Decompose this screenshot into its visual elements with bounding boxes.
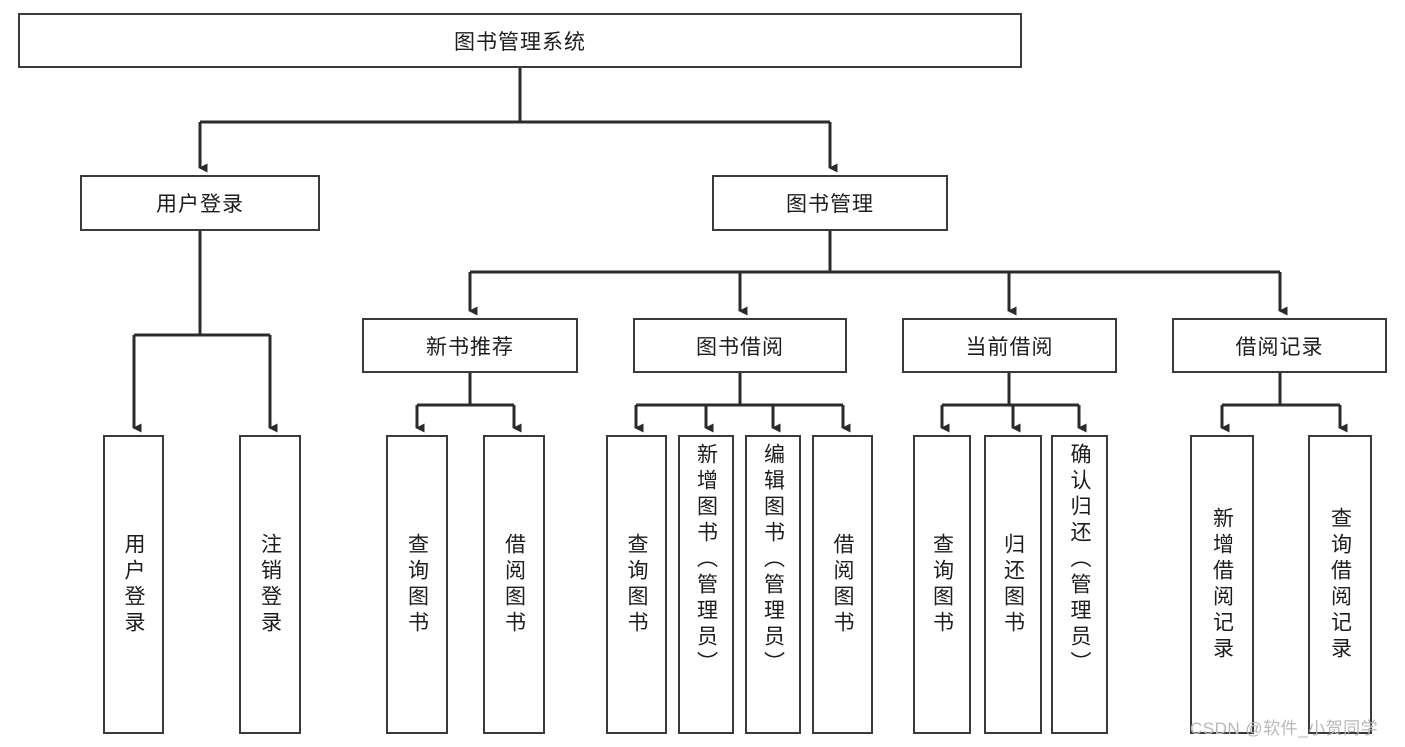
node-leaf-borrow-book-2[interactable]: 借阅图书 [812,435,873,734]
node-leaf-user-login[interactable]: 用户登录 [103,435,164,734]
node-leaf-query-borrow-record-label: 查询借阅记录 [1328,506,1352,663]
csdn-watermark: CSDN @软件_小贺同学 [1190,719,1379,738]
node-book-borrow[interactable]: 图书借阅 [633,318,847,373]
node-current-borrow-label: 当前借阅 [965,335,1054,359]
node-book-manage-label: 图书管理 [786,193,874,216]
node-leaf-add-borrow-record-label: 新增借阅记录 [1210,506,1234,663]
node-leaf-add-book-admin[interactable]: 新增图书（管理员） [678,435,734,734]
node-new-book-recommend[interactable]: 新书推荐 [362,318,578,373]
node-leaf-query-book-2[interactable]: 查询图书 [606,435,667,734]
node-leaf-query-book-1[interactable]: 查询图书 [386,435,448,734]
node-leaf-add-borrow-record[interactable]: 新增借阅记录 [1190,435,1254,734]
node-root-label: 图书管理系统 [454,30,586,54]
node-book-borrow-label: 图书借阅 [696,335,784,359]
node-leaf-query-book-2-label: 查询图书 [625,532,648,637]
node-leaf-borrow-book-1-label: 借阅图书 [502,532,526,637]
node-leaf-logout[interactable]: 注销登录 [239,435,301,734]
node-new-book-recommend-label: 新书推荐 [426,335,514,359]
node-leaf-edit-book-admin[interactable]: 编辑图书（管理员） [745,435,801,734]
node-leaf-user-login-label: 用户登录 [122,532,145,637]
node-leaf-logout-label: 注销登录 [258,532,282,637]
node-leaf-confirm-return-label: 确认归还（管理员） [1068,443,1091,677]
node-root[interactable]: 图书管理系统 [18,13,1022,68]
node-user-login[interactable]: 用户登录 [80,175,320,231]
node-book-manage[interactable]: 图书管理 [712,175,948,231]
node-leaf-edit-book-admin-label: 编辑图书（管理员） [761,443,785,677]
node-borrow-record-label: 借阅记录 [1235,335,1324,359]
node-leaf-return-book-label: 归还图书 [1001,532,1025,637]
node-leaf-borrow-book-2-label: 借阅图书 [831,532,854,637]
node-leaf-query-book-1-label: 查询图书 [405,532,429,637]
node-current-borrow[interactable]: 当前借阅 [902,318,1117,373]
node-leaf-borrow-book-1[interactable]: 借阅图书 [483,435,545,734]
node-user-login-label: 用户登录 [156,193,244,216]
node-leaf-query-borrow-record[interactable]: 查询借阅记录 [1308,435,1372,734]
node-leaf-query-book-3[interactable]: 查询图书 [913,435,971,734]
node-leaf-add-book-admin-label: 新增图书（管理员） [694,443,718,677]
node-leaf-return-book[interactable]: 归还图书 [984,435,1042,734]
node-leaf-confirm-return[interactable]: 确认归还（管理员） [1051,435,1108,734]
node-leaf-query-book-3-label: 查询图书 [930,532,954,637]
node-borrow-record[interactable]: 借阅记录 [1172,318,1387,373]
